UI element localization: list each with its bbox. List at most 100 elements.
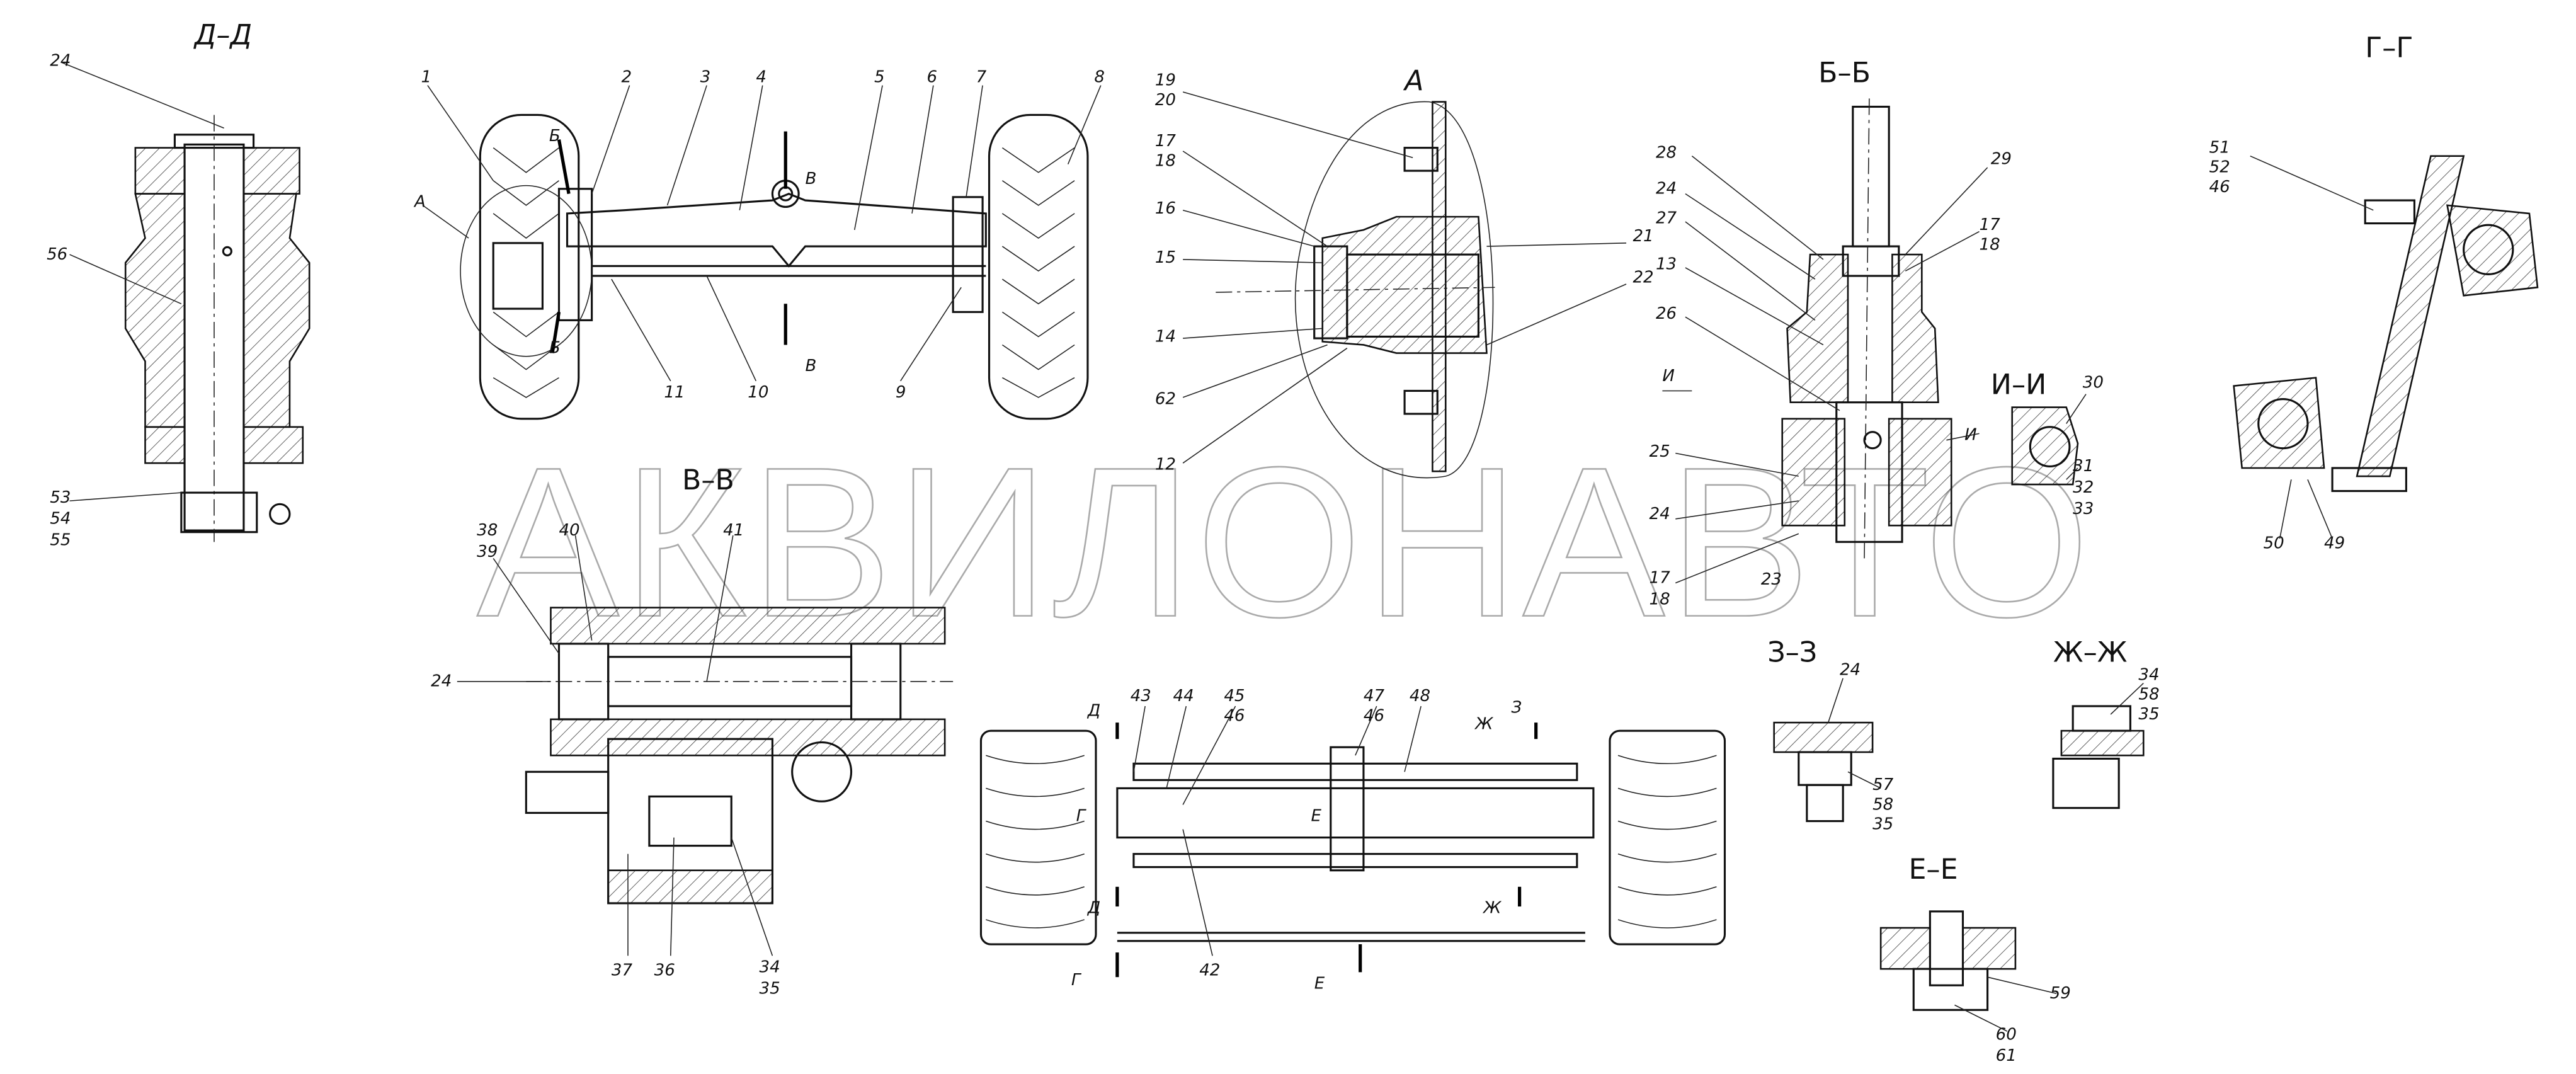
callout-label: 48: [1410, 687, 1430, 706]
callout-label: 62: [1155, 389, 1176, 408]
section-title-vv: В–В: [682, 464, 734, 496]
callout-label: Б: [549, 127, 561, 146]
callout-label: 22: [1633, 268, 1653, 287]
callout-label: 23: [1761, 570, 1782, 589]
detail-a-drawing: [1182, 91, 1627, 479]
callout-label: 34: [2138, 665, 2159, 684]
callout-label: 24: [50, 51, 71, 70]
callout-label: Г: [1071, 971, 1082, 990]
callout-label: 35: [1872, 815, 1893, 834]
plan-view-drawing: [422, 85, 1102, 420]
section-title-a: А: [1403, 65, 1423, 97]
callout-label: Д: [1087, 702, 1100, 721]
callout-label: 36: [654, 961, 675, 980]
section-title-gg: Г–Г: [2365, 32, 2413, 64]
bottom-plan-view-drawing: [979, 706, 1726, 978]
callout-label: 40: [559, 521, 579, 540]
callout-label: 13: [1656, 255, 1677, 274]
callout-label: 8: [1094, 67, 1105, 86]
callout-label: 51: [2209, 138, 2230, 157]
callout-label: 28: [1656, 143, 1677, 162]
callout-label: А: [413, 192, 426, 211]
callout-label: 19: [1155, 71, 1176, 90]
callout-label: 17: [1650, 568, 1671, 587]
callout-label: 12: [1155, 455, 1176, 474]
callout-label: Д: [1087, 899, 1100, 918]
callout-label: 58: [2138, 685, 2159, 704]
callout-label: 2: [622, 67, 632, 86]
section-title-zhzh: Ж–Ж: [2053, 637, 2128, 669]
callout-label: 34: [760, 957, 780, 976]
callout-label: 61: [1996, 1046, 2017, 1065]
callout-label: В: [806, 357, 817, 375]
section-gg-drawing: [2233, 155, 2539, 539]
callout-label: 26: [1656, 304, 1677, 323]
callout-label: 31: [2073, 457, 2094, 476]
section-title-ee: Е–Е: [1908, 854, 1958, 886]
callout-label: 55: [50, 531, 71, 550]
callout-label: 53: [50, 488, 71, 507]
callout-label: 1: [421, 67, 431, 86]
callout-label: 41: [723, 521, 744, 540]
callout-label: 20: [1155, 91, 1176, 110]
callout-label: 25: [1650, 442, 1670, 461]
section-zz-drawing: [1773, 678, 1881, 823]
section-ii-drawing: [2011, 394, 2087, 486]
section-title-zz: З–З: [1767, 637, 1817, 669]
callout-label: 15: [1155, 248, 1176, 267]
section-title-bb: Б–Б: [1818, 57, 1871, 89]
callout-label: 57: [1872, 775, 1894, 794]
callout-label: 24: [1840, 660, 1861, 679]
callout-label: З: [1512, 698, 1522, 717]
callout-label: 52: [2209, 158, 2230, 177]
callout-label: 18: [1155, 151, 1176, 170]
callout-label: 14: [1155, 327, 1176, 346]
section-bb-drawing: [1662, 98, 1988, 584]
callout-label: 9: [896, 383, 906, 402]
callout-label: Е: [1311, 807, 1321, 826]
callout-label: Ж: [1474, 715, 1493, 734]
callout-label: 18: [1980, 235, 2000, 254]
callout-label: И: [1964, 426, 1977, 445]
callout-label: 46: [1364, 706, 1384, 725]
callout-label: 35: [2138, 705, 2159, 724]
callout-label: 42: [1199, 961, 1220, 980]
callout-label: В: [806, 169, 817, 188]
callout-label: 18: [1650, 590, 1670, 608]
callout-label: 6: [926, 67, 937, 86]
callout-label: 45: [1224, 687, 1245, 706]
callout-label: Ж: [1482, 899, 1502, 918]
callout-label: 16: [1155, 199, 1176, 218]
callout-label: 17: [1155, 132, 1177, 151]
callout-label: 11: [664, 383, 685, 402]
callout-label: 46: [2209, 178, 2230, 197]
callout-label: 59: [2050, 984, 2071, 1003]
callout-label: 58: [1872, 795, 1893, 814]
callout-label: 46: [1224, 706, 1245, 725]
callout-label: 21: [1633, 227, 1653, 246]
callout-label: 49: [2324, 534, 2345, 553]
callout-label: 37: [612, 961, 633, 980]
callout-label: 56: [47, 245, 67, 264]
callout-label: Б: [549, 339, 561, 358]
section-zhzh-drawing: [2052, 682, 2145, 809]
section-ee-drawing: [1879, 910, 2057, 1032]
callout-label: Е: [1314, 974, 1325, 993]
section-dd-drawing: [61, 62, 311, 542]
callout-label: 7: [976, 67, 987, 86]
callout-label: И: [1662, 367, 1675, 386]
callout-label: 44: [1173, 687, 1194, 706]
callout-label: 35: [760, 979, 780, 998]
callout-label: 3: [700, 67, 711, 86]
callout-label: 24: [1656, 180, 1677, 198]
callout-label: 33: [2073, 500, 2094, 518]
section-title-dd: Д–Д: [193, 19, 252, 51]
callout-label: 5: [874, 67, 885, 86]
callout-label: 47: [1364, 687, 1385, 706]
callout-label: 39: [477, 542, 498, 561]
callout-label: 24: [431, 672, 452, 691]
section-vv-drawing: [457, 535, 954, 956]
